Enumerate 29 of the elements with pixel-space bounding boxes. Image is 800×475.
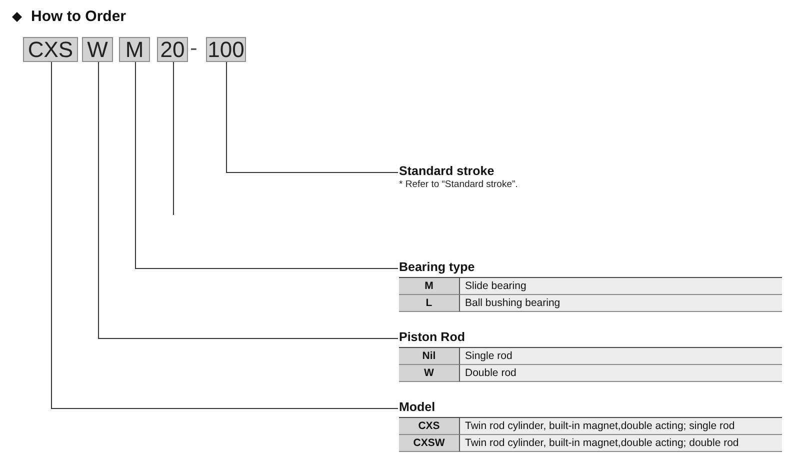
leader-line xyxy=(135,62,398,269)
description-cell: Single rod xyxy=(460,348,782,365)
leader-line xyxy=(173,62,174,216)
order-code-segment: M xyxy=(119,37,150,62)
leader-line xyxy=(51,62,398,409)
description-cell: Twin rod cylinder, built-in magnet,double acting; double rod xyxy=(460,435,782,452)
section-heading: Model xyxy=(399,400,436,415)
order-code-segment: CXS xyxy=(23,37,78,62)
hyphen-separator: - xyxy=(190,36,198,59)
order-code-segment: 100 xyxy=(206,37,246,62)
leader-line xyxy=(98,62,398,339)
description-cell: Slide bearing xyxy=(460,278,782,295)
option-code-cell: L xyxy=(399,295,460,312)
option-code-cell: W xyxy=(399,365,460,382)
section-heading: Standard stroke xyxy=(399,164,496,179)
description-cell: Twin rod cylinder, built-in magnet,double acting; single rod xyxy=(460,418,782,435)
leader-line xyxy=(226,62,398,173)
description-cell: Double rod xyxy=(460,365,782,382)
option-code-cell: Nil xyxy=(399,348,460,365)
section-heading: Bearing type xyxy=(399,260,475,275)
section-heading: Piston Rod xyxy=(399,330,465,345)
option-code-cell: CXSW xyxy=(399,435,460,452)
description-cell: Ball bushing bearing xyxy=(460,295,782,312)
option-code-cell: CXS xyxy=(399,418,460,435)
order-code-segment: 20 xyxy=(157,37,188,62)
page-title: How to Order xyxy=(31,8,126,26)
option-code-cell: M xyxy=(399,278,460,295)
order-code-segment: W xyxy=(82,37,113,62)
footnote: * Refer to “Standard stroke”. xyxy=(399,179,518,191)
